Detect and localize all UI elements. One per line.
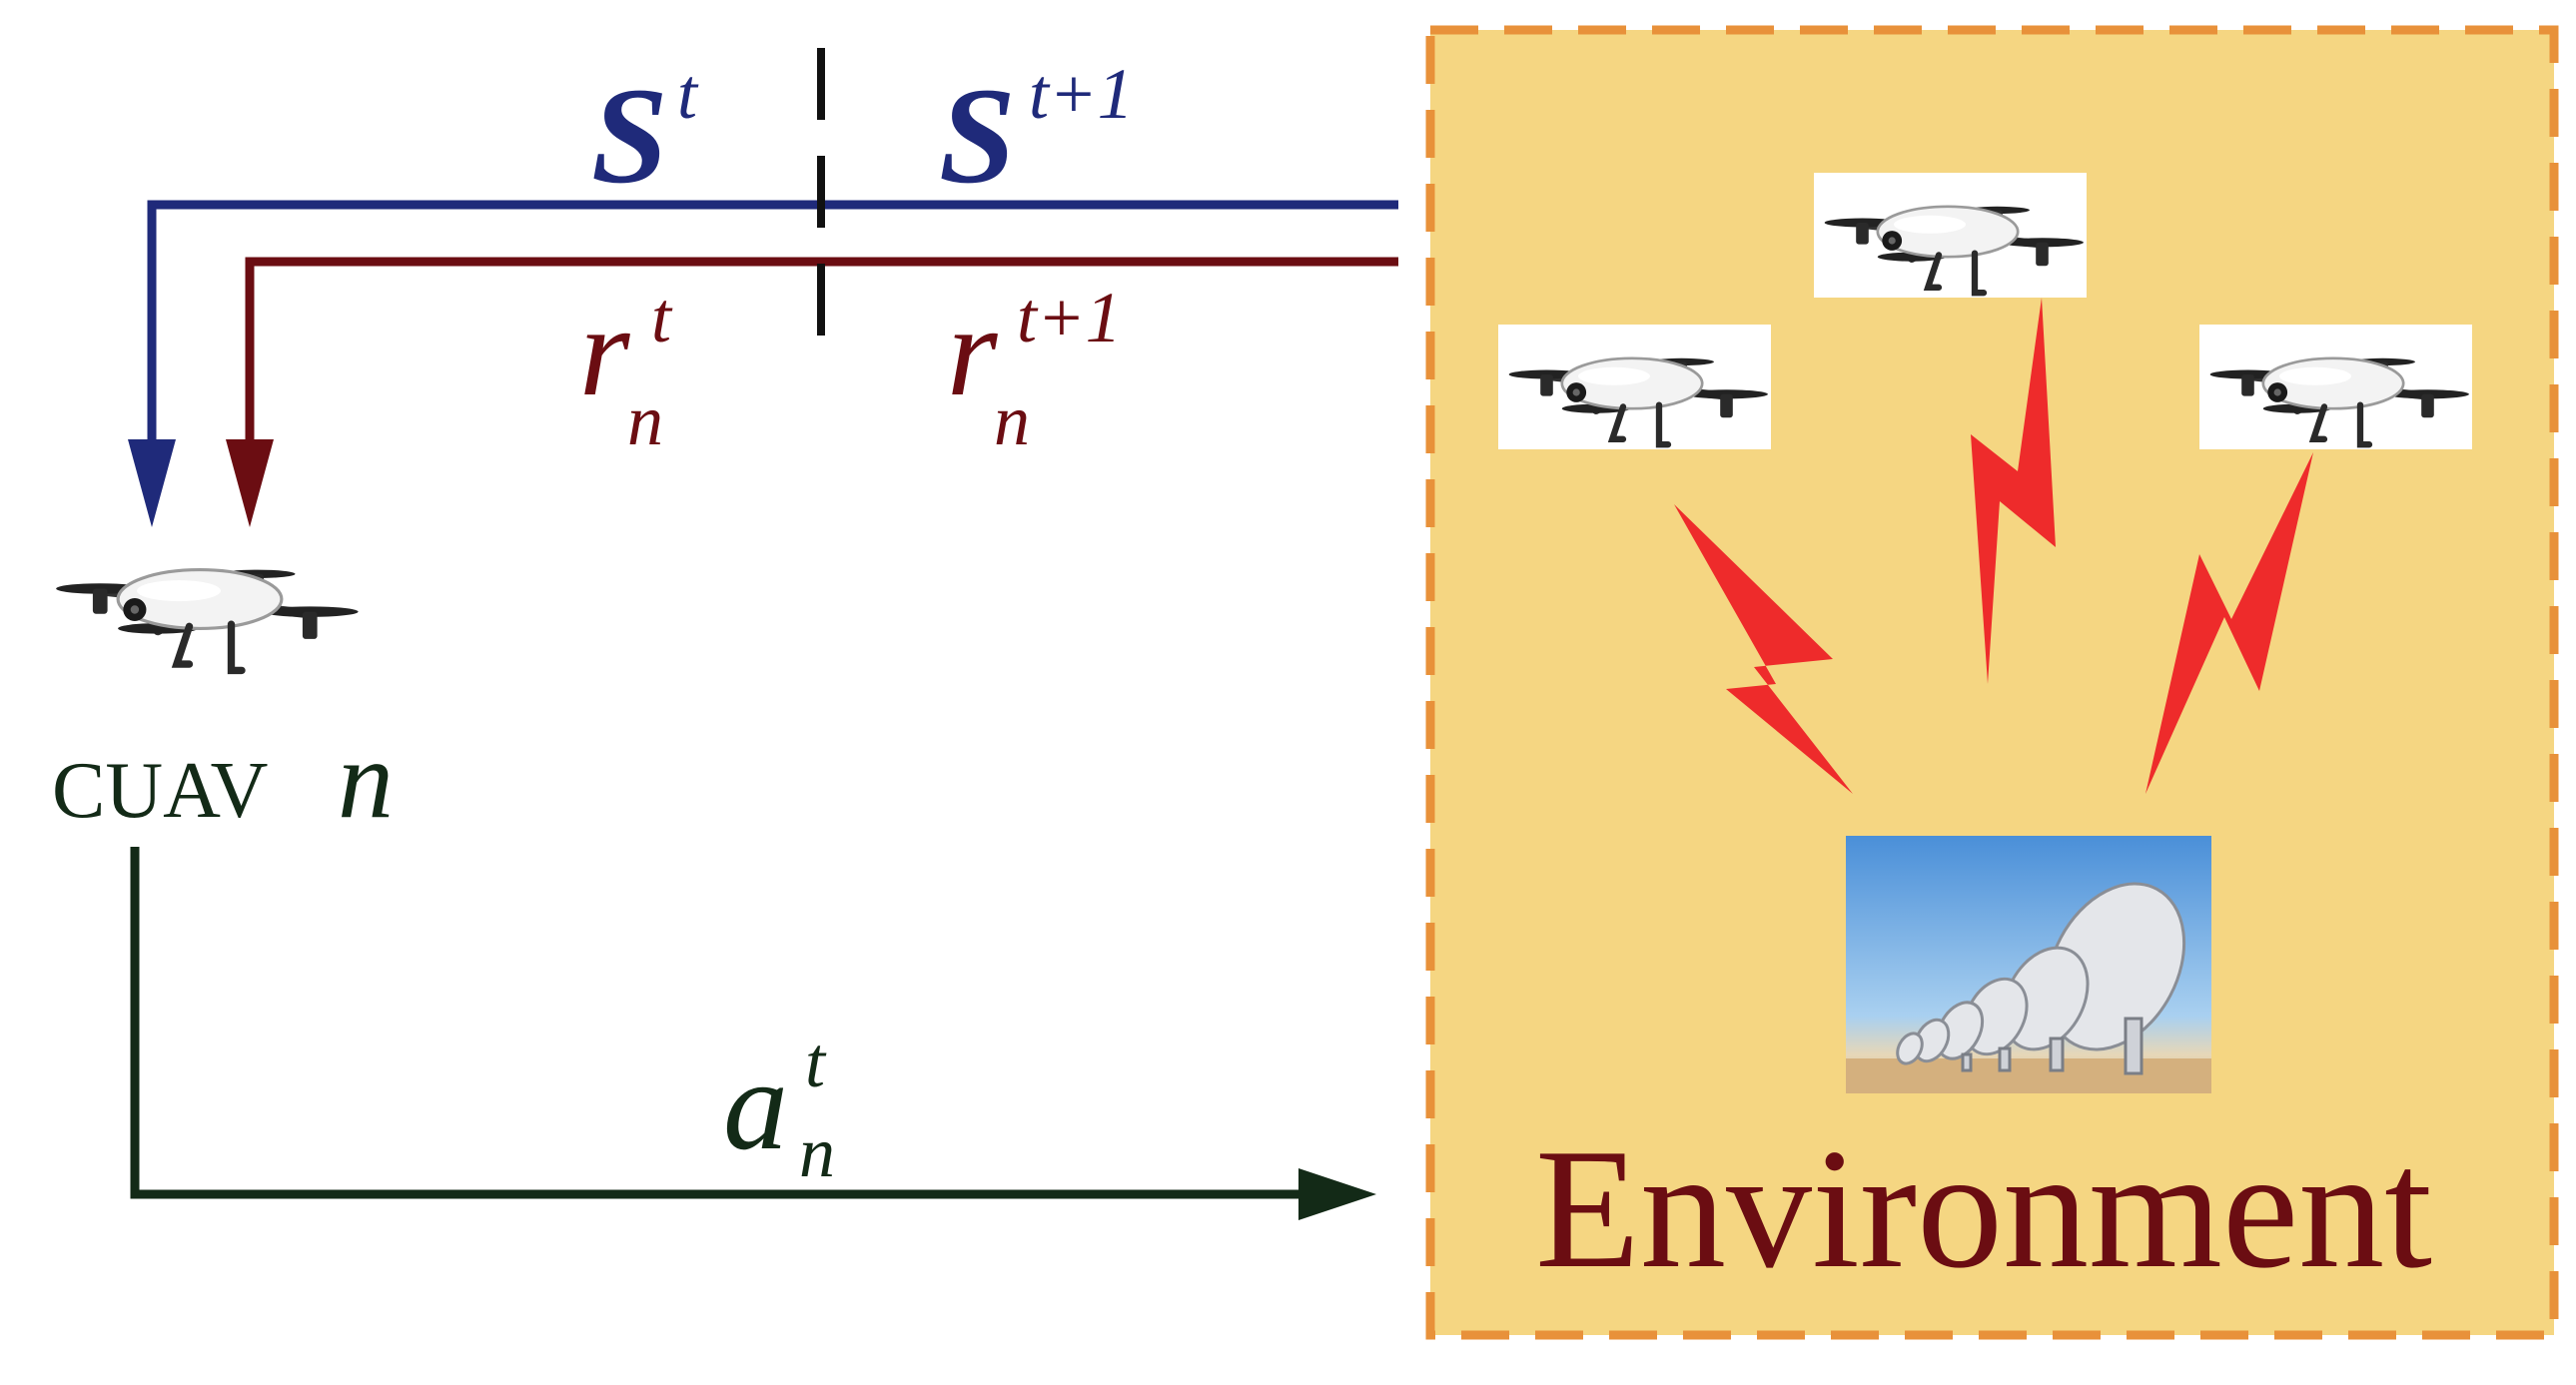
action-superscript: t bbox=[805, 1023, 827, 1102]
action-label: a t n bbox=[723, 1023, 835, 1192]
reward-next-superscript: t+1 bbox=[1017, 278, 1122, 357]
lightning-icon bbox=[2146, 452, 2313, 794]
state-next-symbol: S bbox=[939, 59, 1016, 212]
state-feedback-arrow bbox=[128, 200, 1398, 527]
state-next-label: S t+1 bbox=[939, 54, 1134, 212]
agent-index: n bbox=[338, 718, 394, 842]
environment-uav-1 bbox=[1498, 325, 1771, 449]
reward-next-subscript: n bbox=[994, 380, 1030, 460]
environment-uav-3 bbox=[2199, 325, 2472, 449]
lightning-icon bbox=[1674, 504, 1853, 794]
state-current-label: S t bbox=[591, 54, 699, 212]
reward-next-label: r t+1 n bbox=[947, 278, 1122, 460]
state-next-superscript: t+1 bbox=[1029, 54, 1134, 134]
state-current-symbol: S bbox=[591, 59, 668, 212]
environment-box: Environment bbox=[1425, 25, 2559, 1340]
action-subscript: n bbox=[799, 1112, 835, 1192]
reward-current-symbol: r bbox=[579, 280, 630, 423]
agent-label: CUAV n bbox=[52, 718, 394, 842]
agent-name: CUAV bbox=[52, 747, 268, 835]
satellite-dish-icon bbox=[1846, 836, 2211, 1093]
reward-feedback-arrow bbox=[226, 257, 1398, 527]
drone-icon bbox=[56, 570, 358, 671]
environment-uav-2 bbox=[1814, 173, 2087, 298]
state-current-superscript: t bbox=[677, 54, 699, 134]
action-symbol: a bbox=[723, 1034, 788, 1177]
action-arrow bbox=[130, 847, 1376, 1220]
reward-current-label: r t n bbox=[579, 278, 673, 460]
reward-current-subscript: n bbox=[627, 380, 663, 460]
reward-current-superscript: t bbox=[651, 278, 673, 357]
agent-drone bbox=[56, 570, 358, 671]
environment-label: Environment bbox=[1535, 1114, 2432, 1304]
lightning-icon bbox=[1971, 298, 2056, 684]
reward-next-symbol: r bbox=[947, 280, 998, 423]
